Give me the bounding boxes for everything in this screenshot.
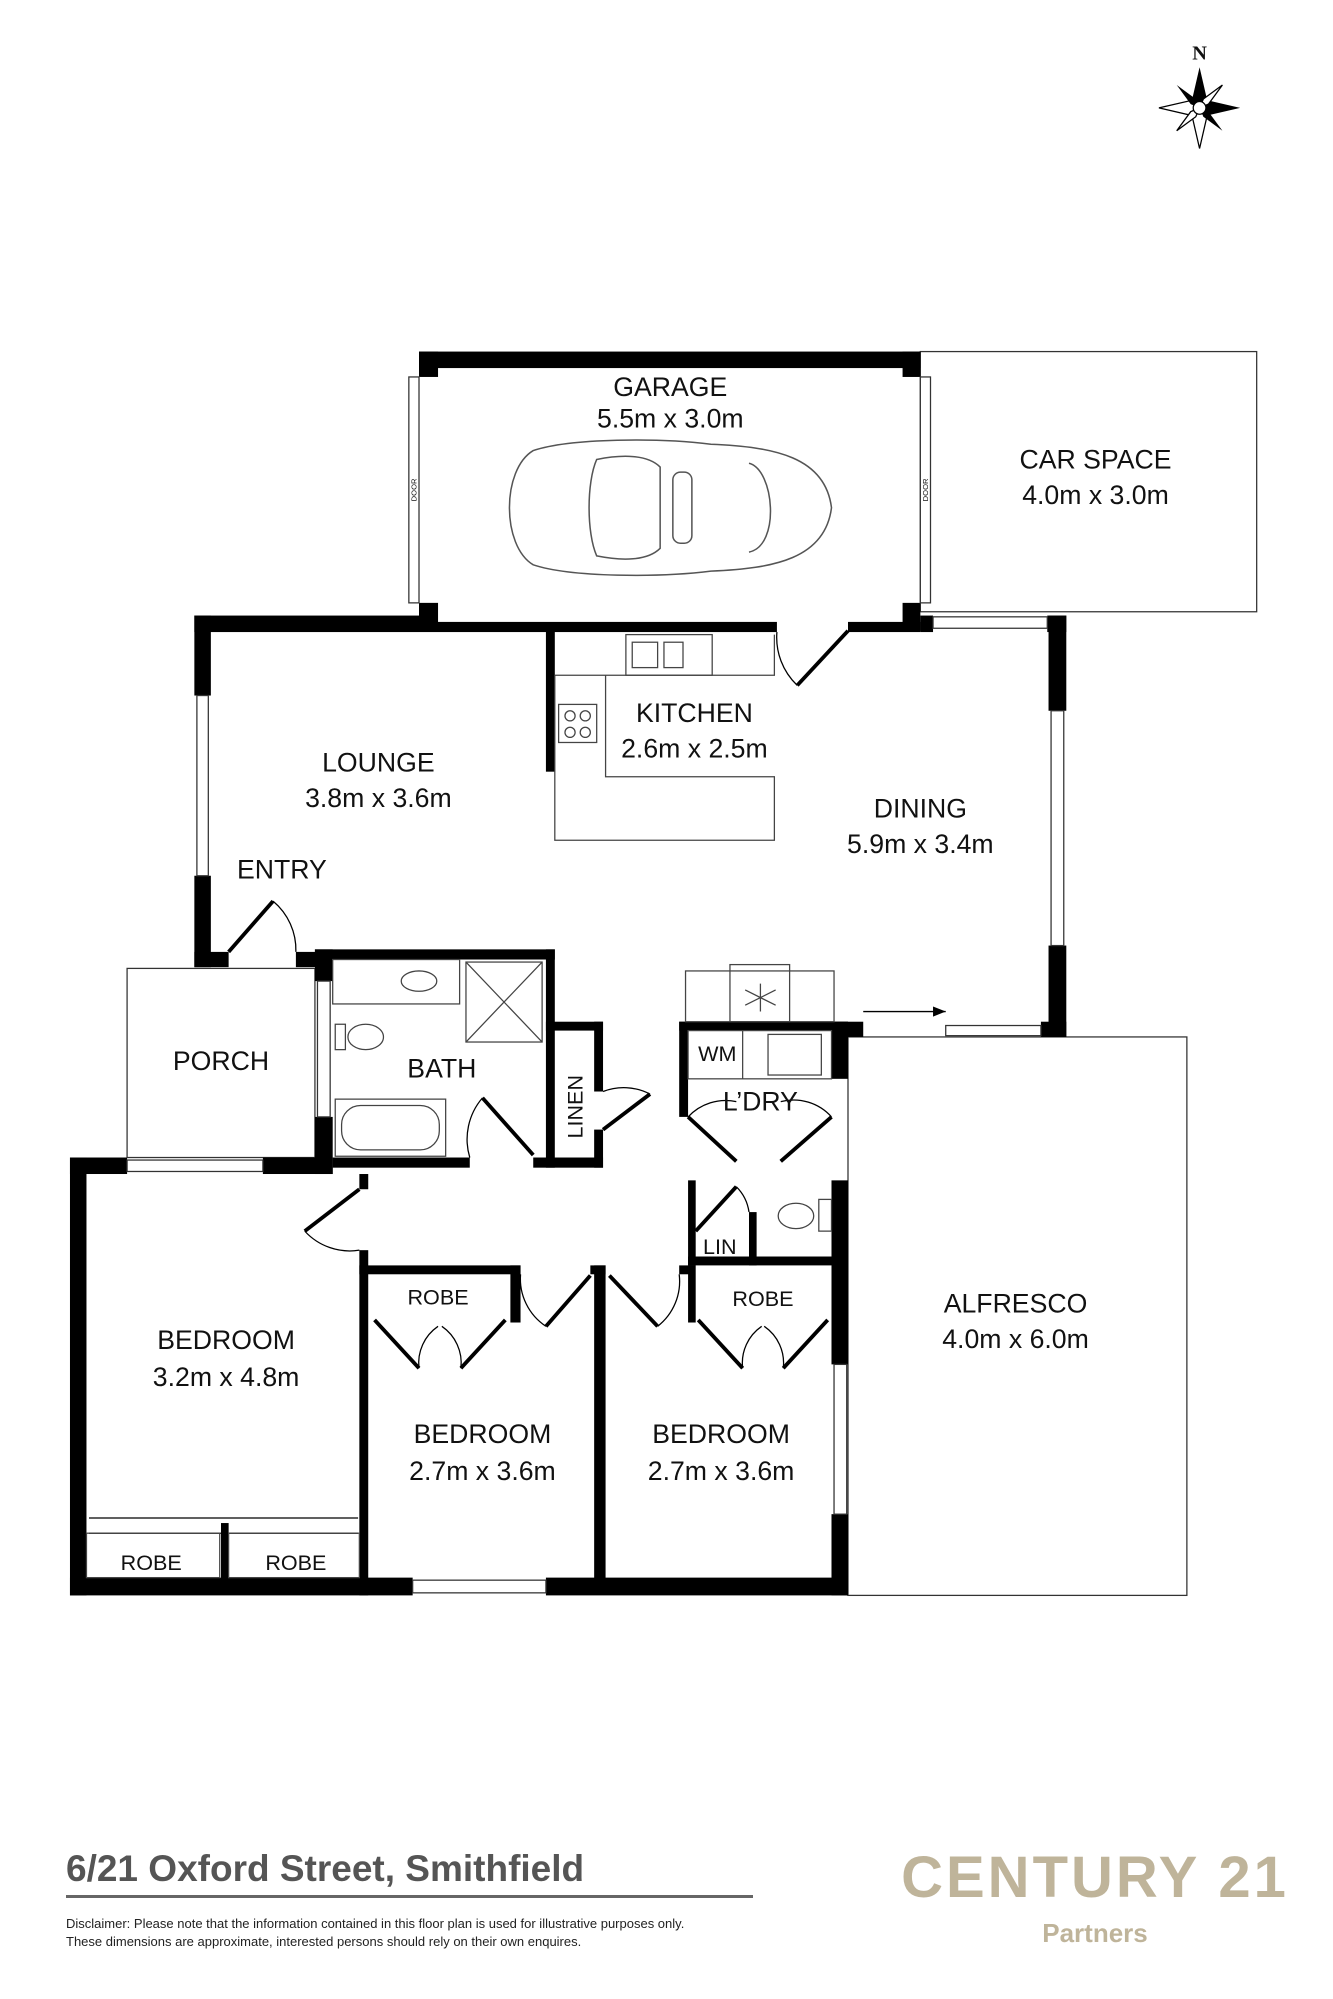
windows: DOOR DOOR (126, 376, 1065, 1594)
garage-name: GARAGE (613, 372, 727, 402)
toilet-icon (347, 1023, 385, 1051)
disclaimer-line-1: Disclaimer: Please note that the informa… (66, 1916, 685, 1931)
bedroom2-size: 2.7m x 3.6m (409, 1456, 556, 1486)
porch-name: PORCH (173, 1046, 269, 1076)
alfresco-name: ALFRESCO (944, 1288, 1088, 1318)
car-icon (508, 439, 833, 577)
compass-icon: N (1158, 43, 1241, 149)
walls (69, 351, 1067, 1596)
toilet-icon (777, 1202, 815, 1230)
lounge-size: 3.8m x 3.6m (305, 783, 452, 813)
logo-brand: CENTURY 21 (901, 1845, 1289, 1910)
bedroom1-size: 3.2m x 4.8m (153, 1362, 300, 1392)
shower-icon (465, 961, 543, 1043)
car-space-name: CAR SPACE (1019, 444, 1171, 474)
entry-name: ENTRY (237, 854, 327, 884)
basin-icon (400, 970, 438, 992)
laundry-name: L’DRY (723, 1087, 798, 1117)
robe-label: ROBE (407, 1285, 468, 1310)
laundry-tub-icon (767, 1033, 822, 1076)
garage-size: 5.5m x 3.0m (597, 404, 744, 434)
cooktop-icon (557, 703, 598, 744)
lin-name: LIN (703, 1234, 737, 1259)
garage-door-left[interactable] (408, 376, 420, 604)
kitchen-size: 2.6m x 2.5m (621, 734, 768, 764)
doors (89, 629, 850, 1534)
logo-sub: Partners (1042, 1918, 1148, 1948)
lounge-name: LOUNGE (322, 748, 435, 778)
bedroom1-name: BEDROOM (157, 1325, 295, 1355)
bedroom3-size: 2.7m x 3.6m (648, 1456, 795, 1486)
kitchen-name: KITCHEN (636, 698, 753, 728)
alfresco-size: 4.0m x 6.0m (942, 1324, 1089, 1354)
car-space-size: 4.0m x 3.0m (1022, 480, 1169, 510)
disclaimer: Disclaimer: Please note that the informa… (66, 1915, 766, 1951)
rangehood-icon (729, 963, 791, 1023)
bedroom2-name: BEDROOM (414, 1419, 552, 1449)
fixtures (85, 633, 835, 1579)
robe-label: ROBE (121, 1550, 182, 1575)
linen-name: LINEN (563, 1075, 588, 1139)
door-label: DOOR (409, 478, 418, 501)
dining-size: 5.9m x 3.4m (847, 829, 994, 859)
compass-north-label: N (1192, 43, 1207, 65)
dining-name: DINING (874, 793, 967, 823)
kitchen-sink-icon (625, 633, 713, 676)
garage-door-right[interactable] (919, 376, 932, 604)
robe-label: ROBE (732, 1286, 793, 1311)
robe-label: ROBE (265, 1550, 326, 1575)
wm-label: WM (698, 1041, 736, 1066)
bath-name: BATH (407, 1054, 476, 1084)
bedroom3-name: BEDROOM (652, 1419, 790, 1449)
door-label: DOOR (921, 478, 930, 501)
century21-logo: CENTURY 21 Partners (900, 1848, 1290, 1949)
divider (66, 1895, 753, 1898)
room-labels: GARAGE 5.5m x 3.0m CAR SPACE 4.0m x 3.0m… (121, 372, 1172, 1575)
porch-outline (126, 967, 316, 1159)
bathtub-icon (340, 1104, 440, 1151)
disclaimer-line-2: These dimensions are approximate, intere… (66, 1934, 582, 1949)
property-address: 6/21 Oxford Street, Smithfield (66, 1848, 585, 1889)
